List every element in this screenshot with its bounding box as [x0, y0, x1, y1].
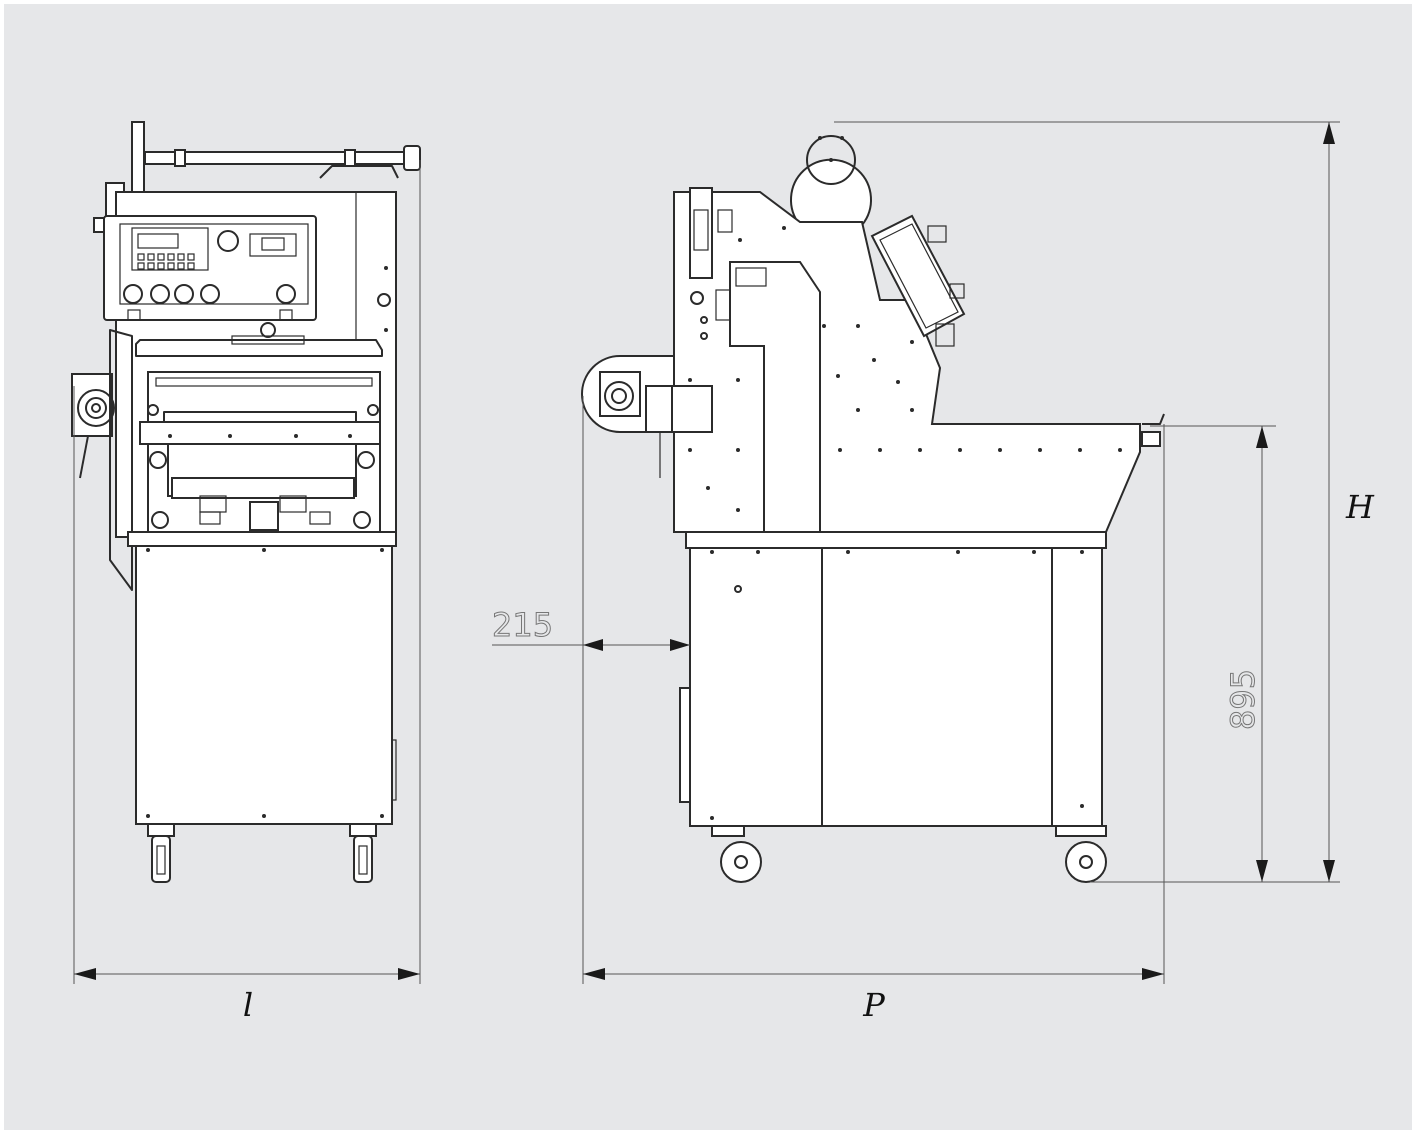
front-view: [71, 121, 421, 883]
table-height-value: 895: [1224, 669, 1262, 730]
frame-offset-value: 215: [492, 606, 553, 644]
dimension-width: l: [73, 160, 421, 1024]
height-label: H: [1345, 488, 1375, 526]
depth-label: P: [862, 986, 885, 1024]
side-view: [581, 135, 1165, 883]
width-label: l: [243, 986, 253, 1024]
dimension-depth: P: [582, 396, 1165, 1024]
dimension-height: H: [834, 121, 1375, 883]
dimension-table-height: 895: [1150, 425, 1276, 882]
keypad: [137, 253, 195, 270]
dimension-frame-offset: 215: [492, 606, 690, 651]
